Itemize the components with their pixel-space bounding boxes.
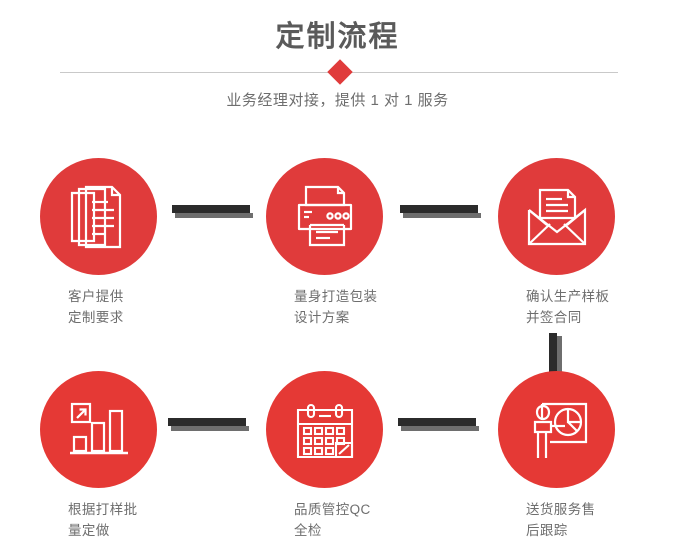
connector-bar [400, 205, 478, 213]
step-label: 量身打造包装 设计方案 [294, 289, 378, 325]
documents-stack-icon [40, 158, 157, 275]
step-label: 根据打样批 量定做 [68, 502, 138, 538]
connector-step3-step6 [549, 333, 562, 376]
connector-bar [398, 418, 476, 426]
step-circle [266, 158, 383, 275]
page-title: 定制流程 [275, 21, 400, 53]
page-subtitle: 业务经理对接，提供 1 对 1 服务 [226, 92, 449, 109]
connector-step4-step5 [168, 418, 249, 431]
step-label: 品质管控QC 全检 [294, 502, 371, 538]
connector-bar [172, 205, 250, 213]
step-circle [40, 371, 157, 488]
printer-icon [266, 158, 383, 275]
diamond-icon [327, 59, 353, 85]
connector-shadow [557, 336, 562, 376]
calendar-check-icon [266, 371, 383, 488]
connector-step2-step3 [400, 205, 481, 218]
connector-bar [168, 418, 246, 426]
connector-step5-step6 [398, 418, 479, 431]
connector-shadow [175, 213, 253, 218]
connector-shadow [171, 426, 249, 431]
presenter-piechart-icon [498, 371, 615, 488]
connector-shadow [401, 426, 479, 431]
connector-step1-step2 [172, 205, 253, 218]
step-label: 确认生产样板 并签合同 [526, 289, 610, 325]
step-label: 客户提供 定制要求 [68, 289, 124, 325]
bar-chart-growth-icon [40, 371, 157, 488]
envelope-document-icon [498, 158, 615, 275]
step-label: 送货服务售 后跟踪 [526, 502, 596, 538]
connector-bar [549, 333, 557, 373]
connector-shadow [403, 213, 481, 218]
